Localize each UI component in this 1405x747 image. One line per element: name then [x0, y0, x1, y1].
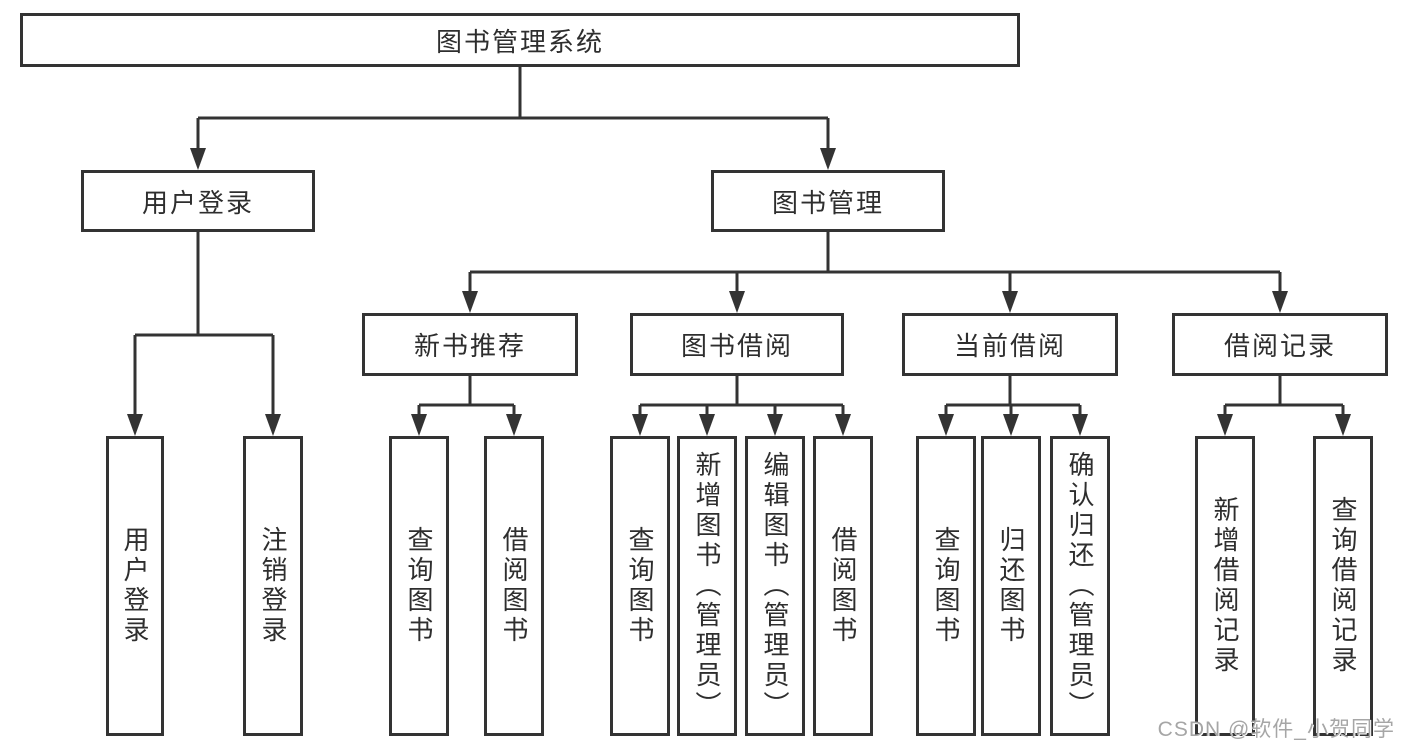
leaf-confirm-return-admin-label: 确认归还（管理员）	[1065, 451, 1095, 721]
leaf-query-books-borrowing: 查询图书	[610, 436, 670, 736]
node-current-borrowing: 当前借阅	[902, 313, 1118, 376]
leaf-return-books-label: 归还图书	[996, 526, 1026, 646]
leaf-user-login: 用户登录	[106, 436, 164, 736]
leaf-confirm-return-admin: 确认归还（管理员）	[1050, 436, 1110, 736]
leaf-return-books: 归还图书	[981, 436, 1041, 736]
leaf-add-books-admin: 新增图书（管理员）	[677, 436, 737, 736]
node-new-book-recommendation: 新书推荐	[362, 313, 578, 376]
leaf-add-borrow-record-label: 新增借阅记录	[1210, 496, 1240, 676]
csdn-watermark: CSDN @软件_小贺同学	[1157, 718, 1395, 741]
connector-book-management-to-level3	[462, 232, 1288, 313]
node-current-borrowing-label: 当前借阅	[953, 331, 1066, 361]
leaf-borrow-books-borrowing: 借阅图书	[813, 436, 873, 736]
node-borrowing-records: 借阅记录	[1172, 313, 1388, 376]
node-new-book-recommendation-label: 新书推荐	[413, 331, 526, 361]
node-user-login-label: 用户登录	[141, 187, 254, 218]
leaf-query-books-recommend: 查询图书	[389, 436, 449, 736]
leaf-add-borrow-record: 新增借阅记录	[1195, 436, 1255, 736]
node-book-management-label: 图书管理	[771, 187, 884, 218]
leaf-borrow-books-recommend: 借阅图书	[484, 436, 544, 736]
leaf-add-books-admin-label: 新增图书（管理员）	[692, 451, 722, 721]
node-user-login: 用户登录	[81, 170, 315, 232]
leaf-borrow-books-borrowing-label: 借阅图书	[828, 526, 858, 646]
leaf-query-books-recommend-label: 查询图书	[404, 526, 434, 646]
leaf-query-books-current-label: 查询图书	[931, 526, 961, 646]
node-root: 图书管理系统	[20, 13, 1020, 67]
leaf-borrow-books-recommend-label: 借阅图书	[499, 526, 529, 646]
node-book-borrowing: 图书借阅	[630, 313, 844, 376]
connector-user-login-to-leaves	[127, 232, 281, 436]
node-book-management: 图书管理	[711, 170, 945, 232]
leaf-query-books-current: 查询图书	[916, 436, 976, 736]
leaf-user-login-label: 用户登录	[120, 526, 150, 646]
connector-current-borrowing-to-leaves	[938, 376, 1088, 436]
node-root-label: 图书管理系统	[435, 26, 604, 57]
connector-new-book-recommendation-to-leaves	[411, 376, 522, 436]
node-book-borrowing-label: 图书借阅	[680, 331, 793, 361]
connector-root-to-level2	[190, 67, 836, 170]
connector-book-borrowing-to-leaves	[632, 376, 851, 436]
connector-borrowing-records-to-leaves	[1217, 376, 1351, 436]
node-borrowing-records-label: 借阅记录	[1223, 331, 1336, 361]
leaf-query-borrow-record-label: 查询借阅记录	[1328, 496, 1358, 676]
leaf-query-books-borrowing-label: 查询图书	[625, 526, 655, 646]
leaf-logout: 注销登录	[243, 436, 303, 736]
leaf-logout-label: 注销登录	[258, 526, 288, 646]
leaf-query-borrow-record: 查询借阅记录	[1313, 436, 1373, 736]
leaf-edit-books-admin-label: 编辑图书（管理员）	[760, 451, 790, 721]
leaf-edit-books-admin: 编辑图书（管理员）	[745, 436, 805, 736]
